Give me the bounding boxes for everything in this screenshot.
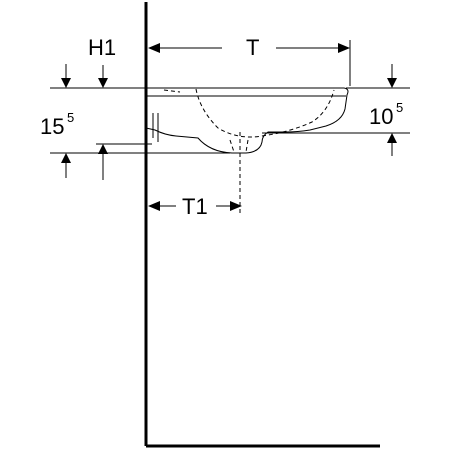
washbasin [145, 87, 349, 215]
right-dim-main: 10 [369, 104, 393, 129]
drain-hidden-line [229, 139, 249, 153]
left-dim-main: 15 [40, 114, 64, 139]
h1-label: H1 [88, 35, 116, 60]
t1-label: T1 [182, 194, 208, 219]
t-dimension: T [148, 35, 351, 86]
t1-dimension: T1 [148, 194, 242, 219]
t-label: T [246, 35, 259, 60]
left-height-dimension: 15 5 [40, 64, 230, 178]
bowl-hidden-line [195, 88, 335, 138]
overflow-hidden-line [163, 89, 181, 93]
h1-dimension: H1 [88, 35, 152, 180]
right-height-dimension: 10 5 [262, 64, 410, 156]
left-dim-sup: 5 [67, 110, 74, 125]
right-dim-sup: 5 [396, 100, 403, 115]
